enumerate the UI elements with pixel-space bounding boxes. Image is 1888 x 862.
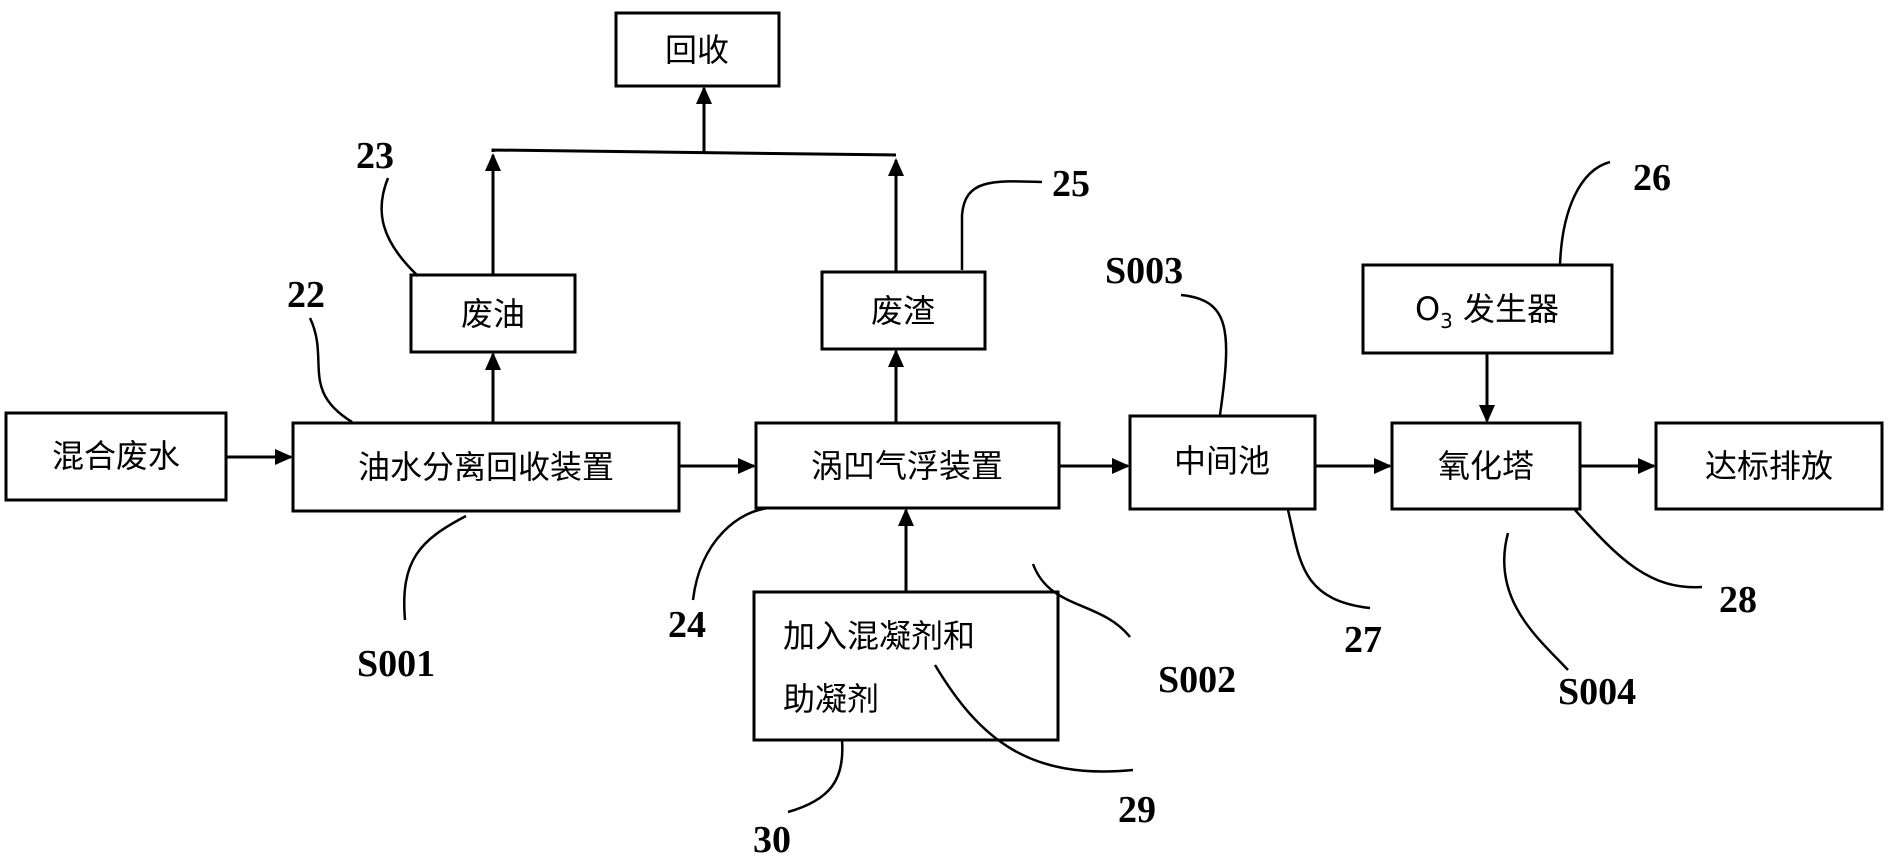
leader-lines: [308, 160, 1703, 814]
ref-29: 29: [1118, 789, 1156, 831]
box-intermediate-tank: 中间池: [1128, 414, 1317, 511]
flow-arrows: [226, 86, 1656, 592]
label-cavitation-air-flotation: 涡凹气浮装置: [811, 447, 1003, 485]
recovery-join-line: [491, 148, 897, 157]
ref-24: 24: [668, 604, 706, 646]
leader-s002: [1031, 563, 1131, 638]
box-cavitation-air-flotation: 涡凹气浮装置: [754, 421, 1061, 510]
ref-s003: S003: [1105, 250, 1183, 292]
ref-28: 28: [1719, 579, 1757, 621]
box-oil-water-separator: 油水分离回收装置: [291, 421, 681, 513]
label-ozone-generator: O3 发生器: [1415, 290, 1559, 333]
box-waste-residue: 废渣: [820, 270, 987, 351]
reference-labels: 22 23 24 25 26 27 28 29 30 S001 S002 S00…: [287, 135, 1757, 861]
leader-25: [960, 180, 1043, 270]
box-coagulant: 加入混凝剂和 助凝剂: [752, 590, 1060, 742]
ref-26: 26: [1633, 157, 1671, 199]
ref-23: 23: [356, 135, 394, 177]
label-discharge: 达标排放: [1705, 447, 1833, 485]
box-mixed-wastewater: 混合废水: [4, 411, 228, 502]
label-coagulant-line1: 加入混凝剂和: [783, 617, 975, 655]
box-discharge: 达标排放: [1654, 421, 1884, 511]
leader-29: [933, 664, 1134, 773]
box-ozone-generator: O3 发生器: [1361, 263, 1614, 355]
ref-30: 30: [753, 819, 791, 861]
leader-22: [308, 317, 353, 424]
leader-s001: [403, 514, 467, 621]
label-coagulant-line2: 助凝剂: [783, 680, 879, 718]
ref-s001: S001: [357, 643, 435, 685]
label-oil-water-separator: 油水分离回收装置: [358, 448, 614, 486]
leader-24: [691, 506, 771, 601]
leader-30: [787, 739, 844, 814]
leader-s003: [1180, 293, 1228, 416]
leader-26: [1558, 160, 1611, 266]
label-oxidation-tower: 氧化塔: [1438, 447, 1534, 485]
label-intermediate-tank: 中间池: [1174, 442, 1270, 480]
leader-27: [1286, 509, 1371, 610]
ref-22: 22: [287, 274, 325, 316]
leader-28: [1574, 509, 1703, 589]
box-oxidation-tower: 氧化塔: [1390, 421, 1582, 511]
ref-25: 25: [1052, 163, 1090, 205]
leader-s004: [1502, 532, 1569, 671]
ref-27: 27: [1344, 619, 1382, 661]
leader-23: [380, 177, 419, 277]
box-waste-oil: 废油: [409, 273, 577, 354]
label-recovery: 回收: [665, 31, 729, 69]
label-mixed-wastewater: 混合废水: [52, 437, 180, 475]
label-waste-oil: 废油: [461, 295, 525, 333]
box-recovery: 回收: [614, 11, 781, 88]
ref-s002: S002: [1158, 659, 1236, 701]
ref-s004: S004: [1558, 671, 1636, 713]
label-waste-residue: 废渣: [871, 292, 935, 330]
